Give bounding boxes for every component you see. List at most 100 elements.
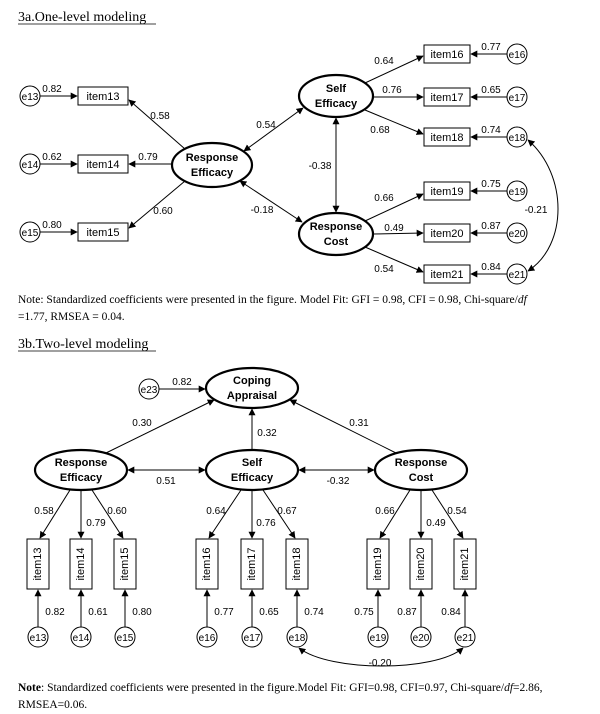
svg-text:e14: e14 — [73, 633, 90, 644]
latent-response-efficacy-b: Response Efficacy — [33, 448, 129, 492]
svg-text:e16: e16 — [199, 633, 216, 644]
path-se-item18-a — [364, 109, 424, 135]
error-e20-b: e20 — [410, 626, 432, 648]
item13-box-a: item13 — [77, 86, 129, 106]
svg-text:item13: item13 — [32, 547, 44, 580]
coef-e19-b: 0.75 — [354, 607, 374, 618]
load-item17-b: 0.76 — [256, 518, 276, 529]
svg-text:e14: e14 — [22, 160, 39, 171]
item20-box-b: item20 — [409, 538, 433, 590]
coef-e15-b: 0.80 — [132, 607, 152, 618]
load-item16-a: 0.64 — [374, 56, 394, 67]
load-item13-a: 0.58 — [150, 111, 170, 122]
load-item14-b: 0.79 — [86, 518, 106, 529]
error-e19-a: e19 — [506, 180, 528, 202]
svg-text:Self: Self — [326, 83, 347, 95]
svg-text:item15: item15 — [86, 227, 119, 239]
corr-se-rc-label-a: -0.38 — [309, 161, 332, 172]
path-re-item13-a — [128, 99, 186, 150]
svg-text:Cost: Cost — [324, 236, 349, 248]
coef-e18-b: 0.74 — [304, 607, 324, 618]
svg-text:e17: e17 — [509, 93, 526, 104]
svg-text:e21: e21 — [509, 270, 526, 281]
svg-text:item16: item16 — [430, 49, 463, 61]
coef-e18-e21-b: -0.20 — [369, 658, 392, 669]
item17-box-a: item17 — [423, 87, 471, 107]
item18-box-b: item18 — [285, 538, 309, 590]
load-item20-b: 0.49 — [426, 518, 446, 529]
error-e21-b: e21 — [454, 626, 476, 648]
coef-e20-a: 0.87 — [481, 221, 501, 232]
item13-box-b: item13 — [26, 538, 50, 590]
svg-text:e23: e23 — [141, 385, 158, 396]
error-e13-b: e13 — [27, 626, 49, 648]
error-e13-a: e13 — [19, 85, 41, 107]
svg-text:e20: e20 — [413, 633, 430, 644]
coef-e23-b: 0.82 — [172, 377, 192, 388]
svg-text:e18: e18 — [289, 633, 306, 644]
svg-text:item21: item21 — [459, 547, 471, 580]
coef-e17-b: 0.65 — [259, 607, 279, 618]
coef-se-ca-b: 0.32 — [257, 428, 277, 439]
coef-e17-a: 0.65 — [481, 85, 501, 96]
svg-text:item18: item18 — [430, 132, 463, 144]
coef-e16-b: 0.77 — [214, 607, 234, 618]
coef-e13-a: 0.82 — [42, 84, 62, 95]
svg-text:item16: item16 — [201, 547, 213, 580]
svg-text:Efficacy: Efficacy — [60, 472, 103, 484]
item21-box-a: item21 — [423, 264, 471, 284]
latent-self-efficacy-b: Self Efficacy — [204, 448, 300, 492]
error-e14-b: e14 — [70, 626, 92, 648]
svg-text:item20: item20 — [415, 547, 427, 580]
corr-re-rc-a — [239, 180, 303, 223]
path-rc-item19-b — [379, 489, 411, 539]
error-e19-b: e19 — [367, 626, 389, 648]
latent-response-cost-a: Response Cost — [297, 211, 375, 257]
svg-text:item18: item18 — [291, 547, 303, 580]
corr-re-rc-label-a: -0.18 — [251, 205, 274, 216]
corr-e18-e21-label-a: -0.21 — [525, 205, 548, 216]
error-e15-b: e15 — [114, 626, 136, 648]
error-e17-a: e17 — [506, 86, 528, 108]
svg-text:e13: e13 — [22, 92, 39, 103]
error-e23-b: e23 — [138, 378, 160, 400]
svg-text:e21: e21 — [457, 633, 474, 644]
load-item20-a: 0.49 — [384, 223, 404, 234]
coef-e21-b: 0.84 — [441, 607, 461, 618]
latent-response-cost-b: Response Cost — [373, 448, 469, 492]
load-item15-b: 0.60 — [107, 506, 127, 517]
svg-text:item15: item15 — [119, 547, 131, 580]
path-rc-item21-b — [431, 489, 464, 539]
corr-e18-e21-a — [527, 139, 559, 272]
svg-text:e15: e15 — [22, 228, 39, 239]
path-se-item18-b — [262, 489, 296, 539]
section-a-title: 3a.One-level modeling — [18, 10, 146, 25]
svg-text:e13: e13 — [30, 633, 47, 644]
svg-text:item19: item19 — [372, 547, 384, 580]
svg-text:e19: e19 — [509, 187, 526, 198]
item17-box-b: item17 — [240, 538, 264, 590]
svg-text:Self: Self — [242, 457, 263, 469]
item21-box-b: item21 — [453, 538, 477, 590]
coef-re-ca-b: 0.30 — [132, 418, 152, 429]
svg-text:item17: item17 — [430, 92, 463, 104]
path-rc-item21-a — [364, 246, 424, 273]
load-item16-b: 0.64 — [206, 506, 226, 517]
coef-e21-a: 0.84 — [481, 262, 501, 273]
item20-box-a: item20 — [423, 223, 471, 243]
error-e21-a: e21 — [506, 263, 528, 285]
item16-box-a: item16 — [423, 44, 471, 64]
svg-text:e16: e16 — [509, 50, 526, 61]
path-re-ca-b — [105, 399, 215, 454]
svg-text:Appraisal: Appraisal — [227, 390, 277, 402]
path-rc-item19-a — [364, 193, 424, 222]
path-se-item16-a — [364, 55, 424, 84]
svg-text:item20: item20 — [430, 228, 463, 240]
item19-box-a: item19 — [423, 181, 471, 201]
coef-se-rc-b: -0.32 — [327, 476, 350, 487]
svg-text:item19: item19 — [430, 186, 463, 198]
load-item21-a: 0.54 — [374, 264, 394, 275]
path-se-item16-b — [208, 489, 242, 539]
corr-e18-e21-b — [298, 647, 464, 667]
